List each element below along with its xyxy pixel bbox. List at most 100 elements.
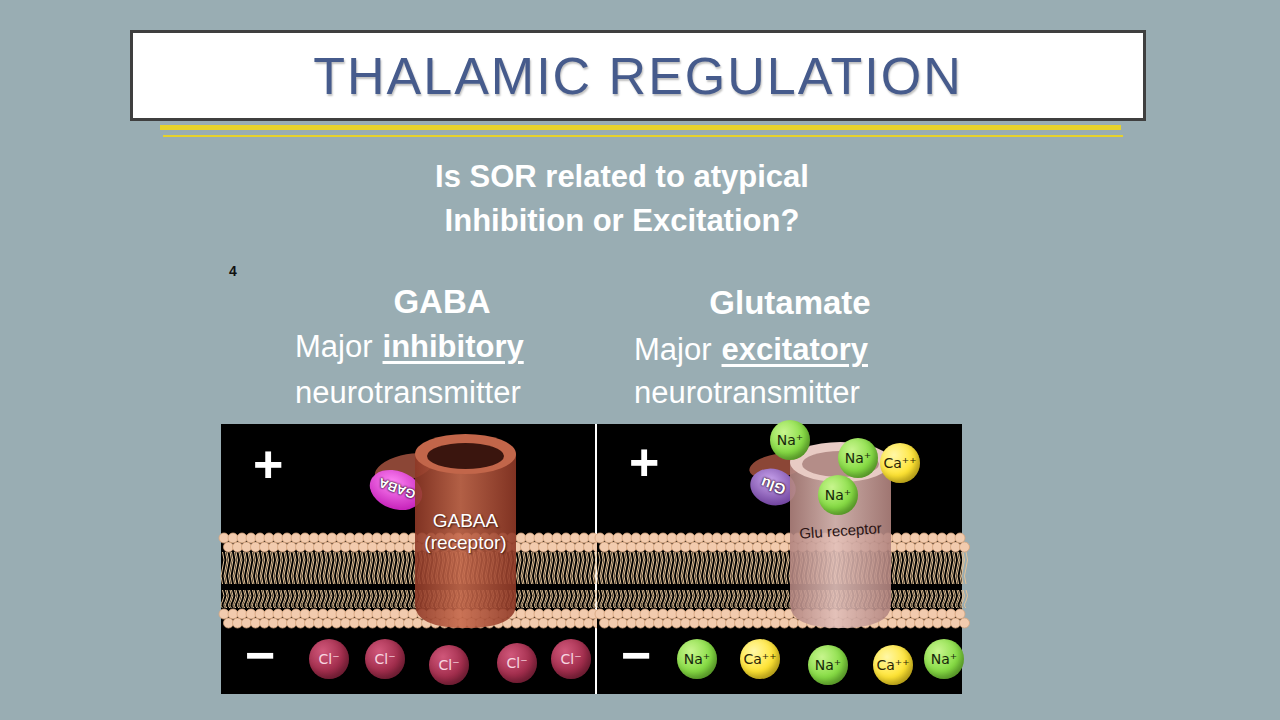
lipid-head — [946, 609, 956, 619]
lipid-head — [237, 533, 247, 543]
lipid-head — [744, 618, 754, 628]
emphasis-text: inhibitory — [383, 329, 524, 365]
lipid-head — [730, 609, 740, 619]
lipid-head — [273, 533, 283, 543]
lipid-head — [530, 542, 540, 552]
lipid-head — [942, 542, 952, 552]
lipid-head — [287, 618, 297, 628]
ion-symbol: Na⁺ — [684, 651, 710, 667]
lipid-head — [269, 618, 279, 628]
lipid-head — [219, 533, 229, 543]
lipid-head — [942, 618, 952, 628]
lipid-head — [291, 533, 301, 543]
ion-particle: Cl⁻ — [365, 639, 405, 679]
lipid-head — [892, 609, 902, 619]
lipid-head — [579, 609, 589, 619]
description-text: Major — [634, 332, 712, 368]
lipid-head — [654, 542, 664, 552]
lipid-head — [395, 618, 405, 628]
lipid-tails — [221, 552, 601, 584]
lipid-head — [775, 533, 785, 543]
lipid-head — [771, 618, 781, 628]
lipid-head — [960, 542, 970, 552]
ion-symbol: Cl⁻ — [374, 651, 395, 667]
lipid-head — [640, 533, 650, 543]
lipid-heads — [219, 533, 603, 628]
lipid-head — [946, 533, 956, 543]
lipid-head — [278, 618, 288, 628]
lipid-head — [377, 542, 387, 552]
lipid-head — [694, 609, 704, 619]
lipid-head — [395, 542, 405, 552]
lipid-head — [712, 609, 722, 619]
lipid-head — [381, 609, 391, 619]
lipid-head — [708, 618, 718, 628]
lipid-head — [595, 609, 605, 619]
lipid-head — [649, 533, 659, 543]
lipid-head — [309, 609, 319, 619]
lipid-head — [951, 618, 961, 628]
accent-bar — [163, 135, 1123, 137]
lipid-head — [609, 542, 619, 552]
lipid-head — [566, 618, 576, 628]
lipid-head — [309, 533, 319, 543]
question-heading: Is SOR related to atypical Inhibition or… — [387, 155, 857, 243]
lipid-head — [242, 542, 252, 552]
lipid-heads — [595, 533, 970, 628]
lipid-head — [219, 609, 229, 619]
lipid-head — [703, 609, 713, 619]
ion-symbol: Cl⁻ — [318, 651, 339, 667]
lipid-head — [521, 618, 531, 628]
lipid-head — [622, 609, 632, 619]
lipid-head — [631, 533, 641, 543]
ion-particle: Na⁺ — [838, 438, 878, 478]
lipid-head — [613, 609, 623, 619]
lipid-head — [530, 618, 540, 628]
lipid-head — [548, 618, 558, 628]
lipid-head — [332, 618, 342, 628]
lipid-head — [300, 609, 310, 619]
ion-particle: Cl⁻ — [551, 639, 591, 679]
lipid-head — [933, 618, 943, 628]
lipid-head — [327, 533, 337, 543]
lipid-head — [663, 618, 673, 628]
lipid-head — [377, 618, 387, 628]
lipid-head — [789, 618, 799, 628]
lipid-head — [613, 533, 623, 543]
emphasis-text: excitatory — [722, 332, 868, 368]
lipid-head — [345, 533, 355, 543]
lipid-head — [640, 609, 650, 619]
lipid-head — [915, 618, 925, 628]
lipid-head — [645, 542, 655, 552]
lipid-head — [332, 542, 342, 552]
lipid-head — [296, 618, 306, 628]
lipid-head — [703, 533, 713, 543]
lipid-head — [557, 618, 567, 628]
lipid-head — [753, 542, 763, 552]
lipid-head — [937, 609, 947, 619]
ion-particle: Cl⁻ — [309, 639, 349, 679]
lipid-head — [336, 533, 346, 543]
lipid-head — [780, 618, 790, 628]
lipid-head — [910, 609, 920, 619]
ion-symbol: Ca⁺⁺ — [883, 455, 916, 471]
lipid-head — [766, 609, 776, 619]
membrane-panel: +−GluGlu receptorNa⁺Na⁺Ca⁺⁺Na⁺Na⁺Ca⁺⁺Na⁺… — [597, 424, 962, 694]
lipid-head — [649, 609, 659, 619]
lipid-head — [960, 618, 970, 628]
lipid-head — [636, 542, 646, 552]
lipid-head — [726, 542, 736, 552]
lipid-head — [372, 609, 382, 619]
transmitter-name: Glutamate — [709, 284, 870, 322]
lipid-head — [906, 542, 916, 552]
ion-particle: Na⁺ — [818, 475, 858, 515]
lipid-head — [604, 609, 614, 619]
lipid-head — [690, 542, 700, 552]
lipid-head — [237, 609, 247, 619]
lipid-head — [681, 618, 691, 628]
lipid-head — [600, 618, 610, 628]
lipid-head — [771, 542, 781, 552]
lipid-head — [363, 533, 373, 543]
lipid-head — [269, 542, 279, 552]
